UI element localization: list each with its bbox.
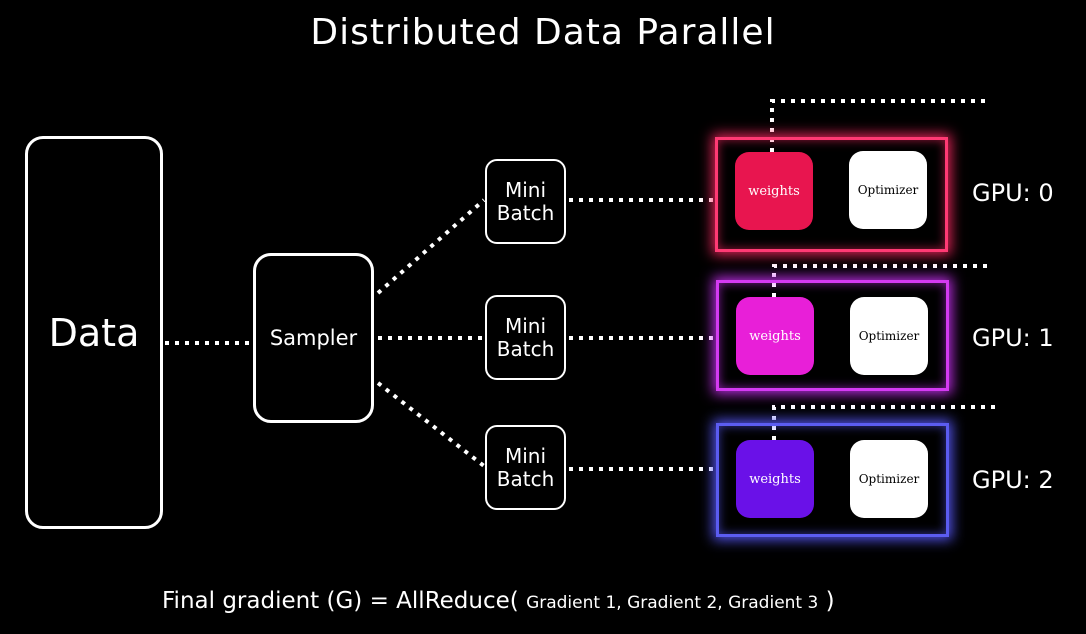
gpu-0-label: GPU: 0 — [972, 179, 1054, 207]
formula-close: ) — [825, 588, 835, 614]
formula-args: Gradient 1, Gradient 2, Gradient 3 — [526, 593, 819, 613]
optimizer-label: Optimizer — [857, 183, 919, 197]
allreduce-formula: Final gradient (G) = AllReduce( Gradient… — [162, 588, 835, 614]
allreduce-line-gpu0 — [770, 99, 985, 152]
connector-sampler-mb0 — [376, 198, 486, 295]
minibatch-label-line2: Batch — [496, 336, 555, 361]
optimizer-label: Optimizer — [858, 472, 920, 486]
gpu-0-optimizer: Optimizer — [849, 151, 927, 229]
allreduce-line-gpu1 — [772, 264, 990, 297]
minibatch-block-1: Mini Batch — [485, 295, 566, 380]
gpu-2-optimizer: Optimizer — [850, 440, 928, 518]
optimizer-label: Optimizer — [858, 329, 920, 343]
weights-label: weights — [748, 183, 800, 199]
weights-label: weights — [749, 471, 801, 487]
minibatch-label-line2: Batch — [496, 200, 555, 225]
formula-main: Final gradient (G) = AllReduce( — [162, 588, 519, 614]
gpu-0-frame — [715, 137, 948, 252]
gpu-0-weights: weights — [735, 152, 813, 230]
minibatch-label-line1: Mini — [504, 177, 547, 202]
minibatch-block-2: Mini Batch — [485, 425, 566, 510]
gpu-2-frame — [716, 423, 949, 537]
data-block: Data — [25, 136, 163, 529]
allreduce-line-gpu2 — [772, 405, 998, 440]
gpu-2-weights: weights — [736, 440, 814, 518]
data-label: Data — [48, 310, 140, 355]
minibatch-label-line1: Mini — [504, 313, 547, 338]
minibatch-block-0: Mini Batch — [485, 159, 566, 244]
sampler-block: Sampler — [253, 253, 374, 423]
gpu-2-label: GPU: 2 — [972, 466, 1054, 494]
gpu-1-optimizer: Optimizer — [850, 297, 928, 375]
diagram-title: Distributed Data Parallel — [310, 12, 776, 53]
connector-sampler-mb2 — [376, 381, 486, 468]
gpu-1-frame — [716, 280, 949, 391]
gpu-1-weights: weights — [736, 297, 814, 375]
gpu-1-label: GPU: 1 — [972, 324, 1054, 352]
weights-label: weights — [749, 328, 801, 344]
minibatch-label-line1: Mini — [504, 443, 547, 468]
minibatch-label-line2: Batch — [496, 466, 555, 491]
sampler-label: Sampler — [269, 326, 358, 350]
